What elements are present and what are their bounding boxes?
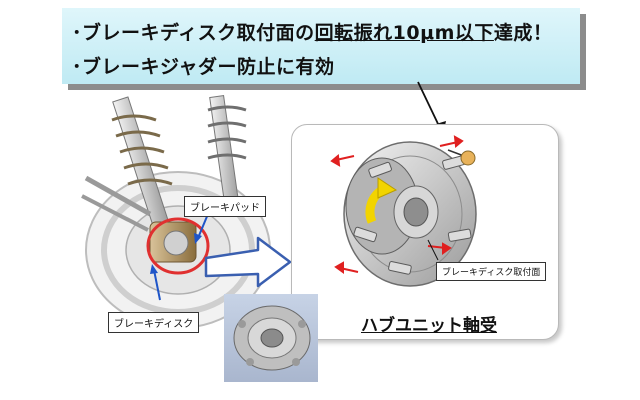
hub-center [163, 230, 189, 256]
strut-coil-spring [81, 95, 247, 236]
flow-arrow [204, 236, 292, 288]
headline-line-1: ･ブレーキディスク取付面の回転振れ10μm以下達成！ [72, 18, 552, 45]
hub-unit-title: ハブユニット軸受 [361, 316, 497, 336]
headline-line-1-highlight: 回転振れ10μm以下 [314, 22, 494, 44]
mounting-face-label: ブレーキディスク取付面 [436, 262, 547, 281]
headline-line-1-suffix: 達成！ [493, 22, 553, 44]
headline-line-1-prefix: ･ブレーキディスク取付面の [72, 22, 315, 44]
brake-pad-leader-arrowhead [194, 233, 202, 244]
brake-pad-label: ブレーキパッド [184, 196, 266, 217]
hub-unit-bearing-drawing [330, 135, 477, 287]
wheel-bolts [353, 155, 472, 275]
headline-line-2: ･ブレーキジャダー防止に有効 [72, 56, 335, 78]
brake-disc-leader-line [153, 269, 161, 301]
spline-bore [403, 197, 429, 227]
hub-unit-photo-drawing [233, 305, 311, 371]
rotation-arrowhead [377, 177, 398, 199]
brake-disc-leader-arrowhead [150, 264, 158, 274]
mounting-face-leader-line [427, 239, 439, 261]
headline-banner: ･ブレーキディスク取付面の回転振れ10μm以下達成！ ･ブレーキジャダー防止に有… [62, 8, 580, 84]
brake-disc-label: ブレーキディスク [108, 312, 200, 333]
hub-unit-photo [224, 294, 318, 382]
brake-area-callout-circle [146, 217, 210, 275]
dial-gauge-probe [447, 149, 476, 166]
brake-pad-leader-line [197, 213, 209, 239]
